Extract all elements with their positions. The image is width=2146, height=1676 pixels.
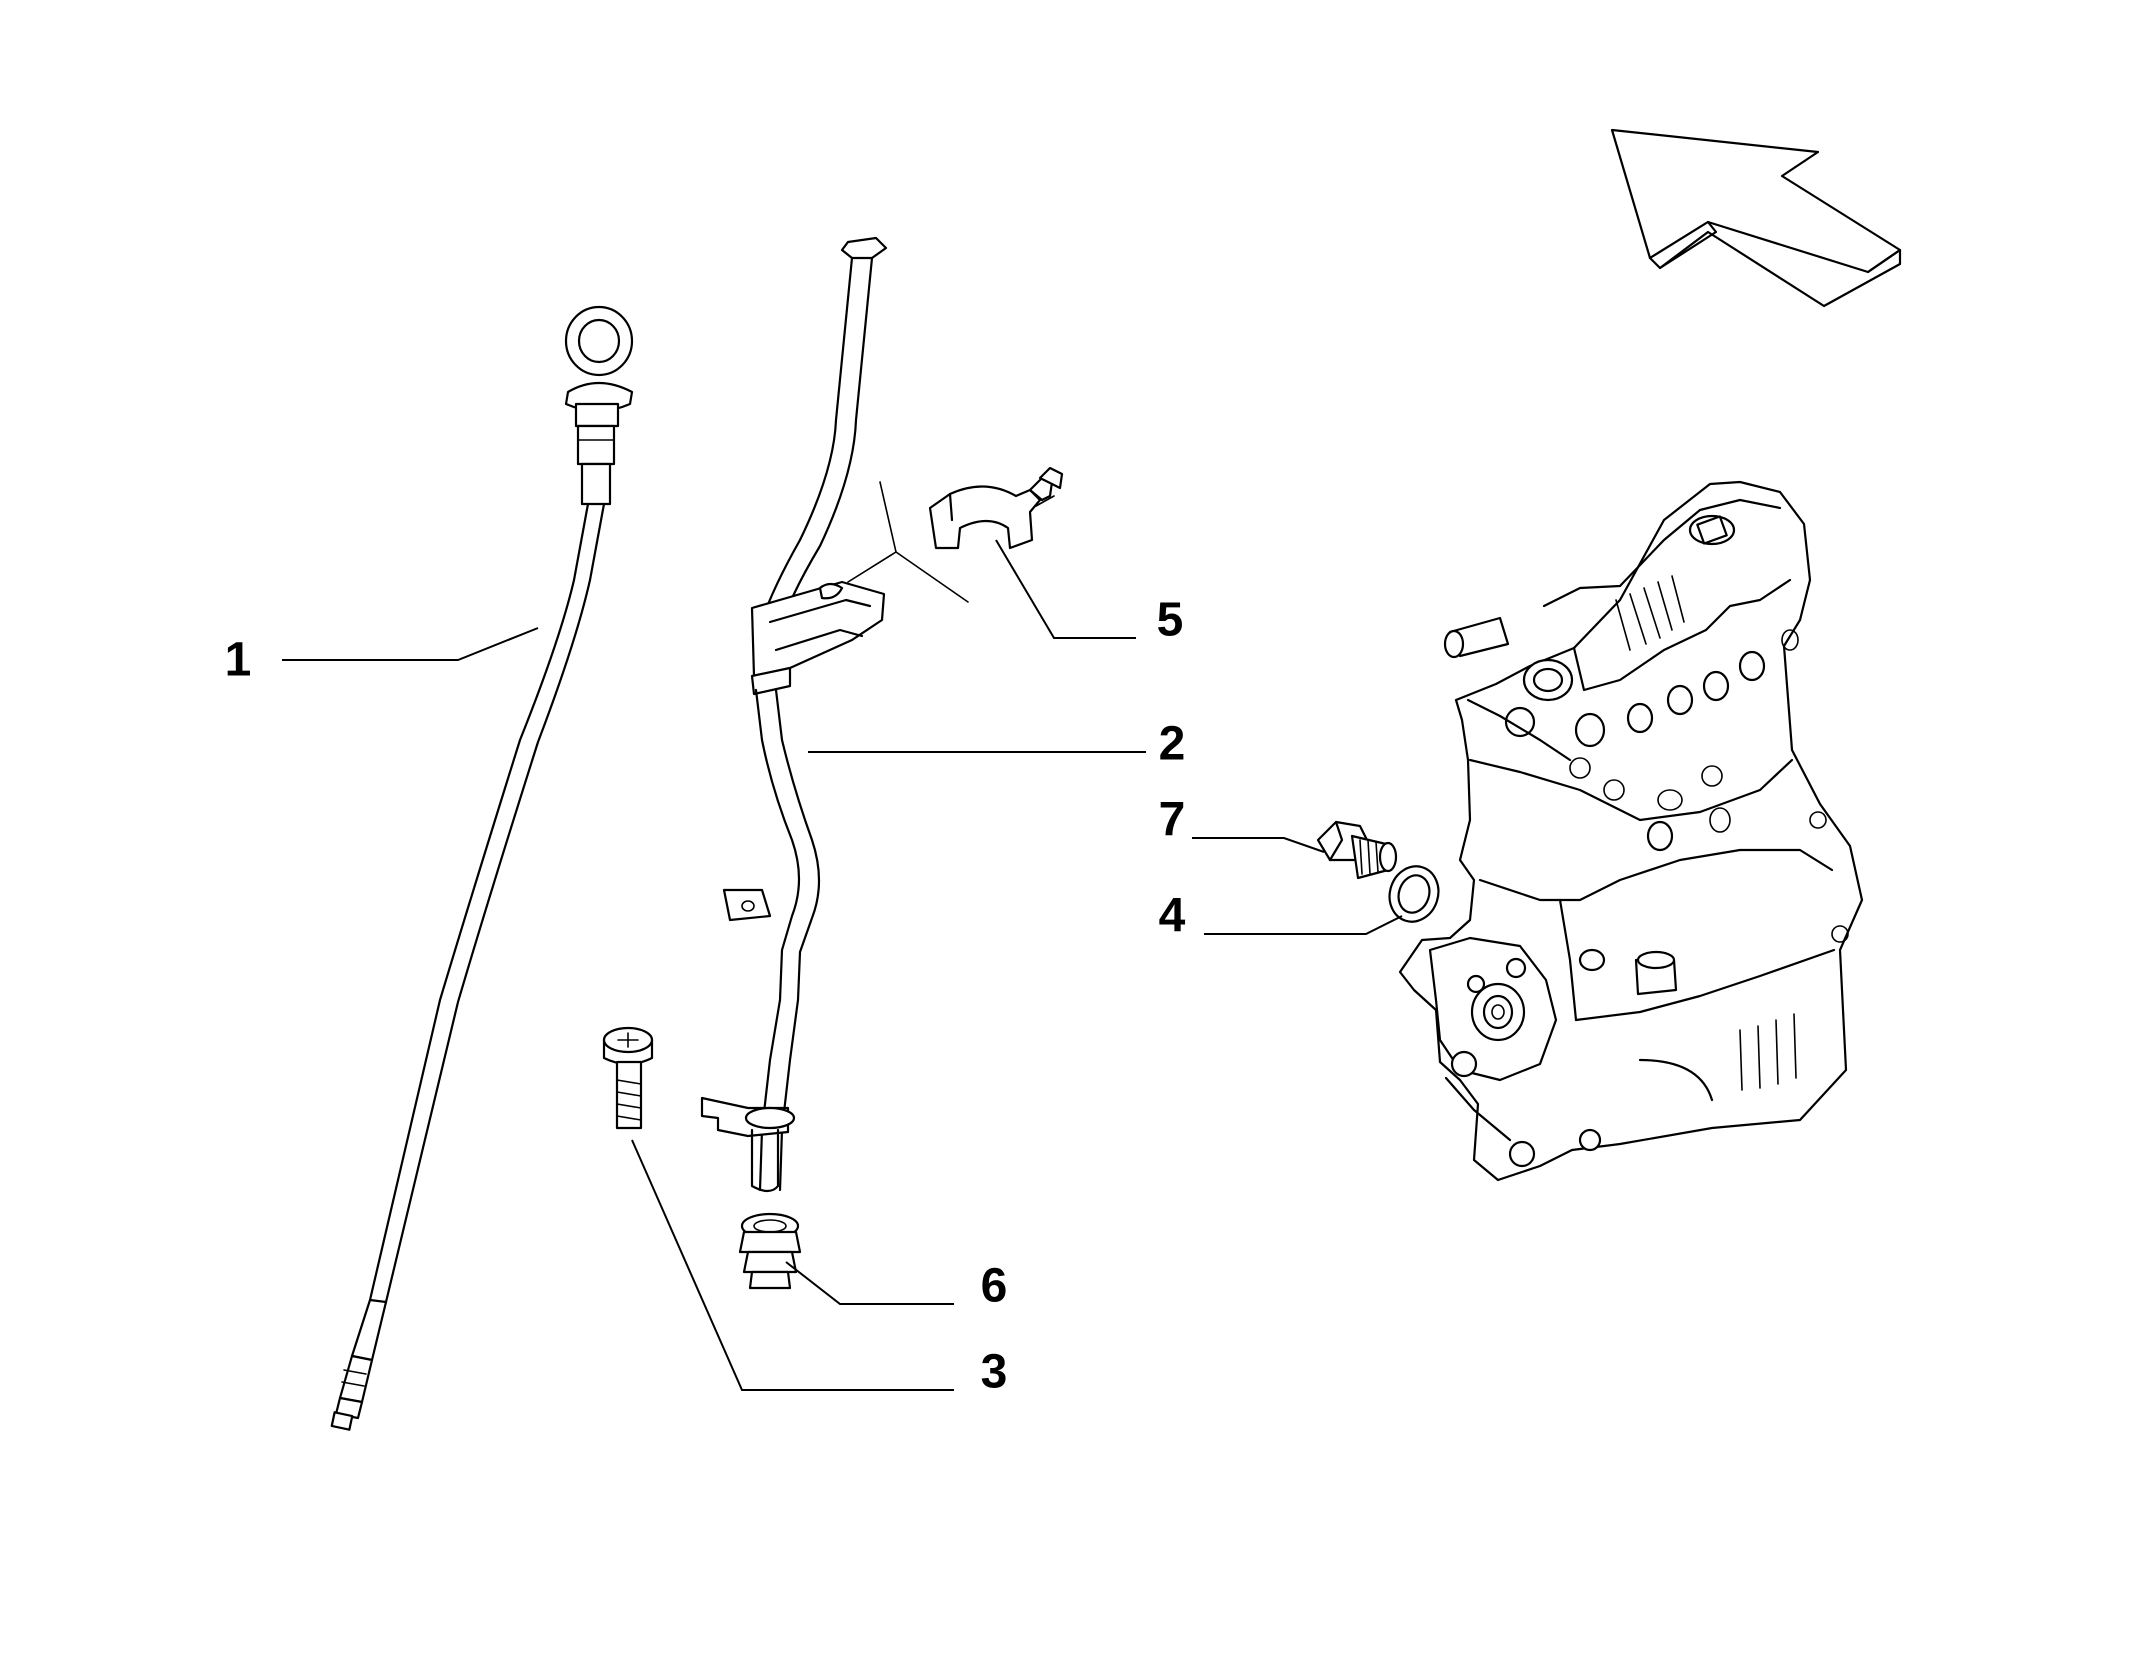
callouts: 1 2 3 4 5 6 7 [225, 594, 1186, 1399]
drain-plug [1316, 820, 1398, 880]
callout-7: 7 [1159, 794, 1186, 847]
bracket-extension-2 [895, 551, 969, 603]
leader-5 [995, 539, 1136, 639]
callout-3: 3 [981, 1346, 1008, 1399]
bracket-extension [847, 481, 897, 583]
seal-ring [1388, 865, 1440, 923]
leader-1 [282, 627, 539, 661]
clip [928, 466, 1064, 550]
callout-5: 5 [1157, 594, 1184, 647]
leader-4 [1204, 915, 1403, 935]
dipstick-tube [700, 236, 888, 1193]
callout-1: 1 [225, 634, 252, 687]
dipstick [330, 305, 634, 1431]
leader-lines [282, 481, 1403, 1391]
leader-3 [631, 1139, 954, 1391]
callout-4: 4 [1159, 890, 1186, 943]
leader-7 [1192, 837, 1325, 853]
callout-2: 2 [1159, 718, 1186, 771]
grommet [738, 1212, 802, 1290]
engine-block [1398, 480, 1864, 1182]
bolt [602, 1026, 654, 1130]
orientation-arrow-icon [1610, 128, 1902, 308]
leader-6 [785, 1261, 954, 1305]
callout-6: 6 [981, 1260, 1008, 1313]
